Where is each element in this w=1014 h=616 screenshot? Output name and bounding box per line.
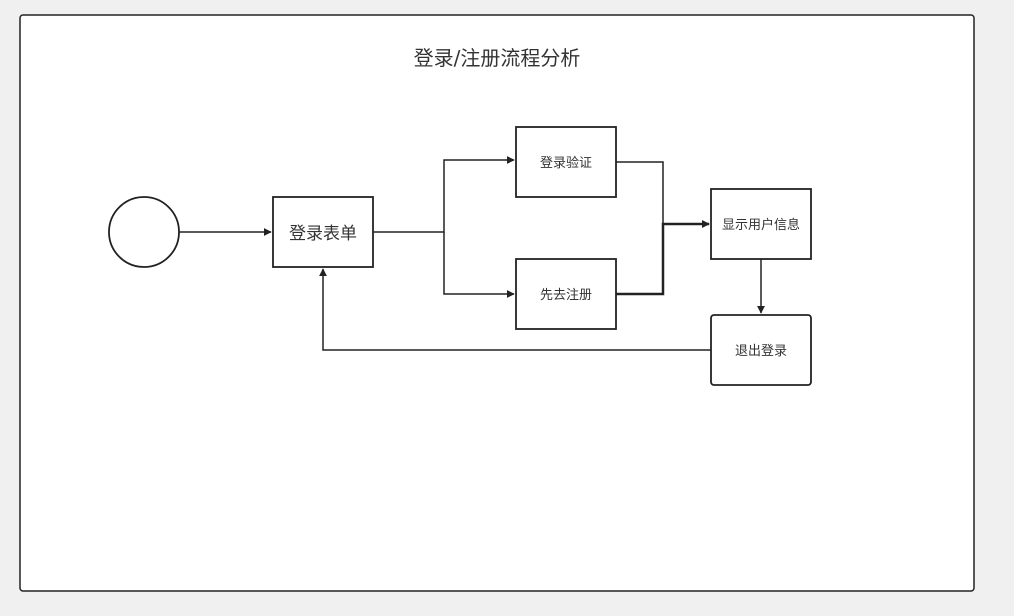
edge-register-first-to-show-user-info (616, 220, 710, 296)
logout-box (710, 314, 812, 386)
login-verify-box (515, 126, 617, 198)
edge-logout-to-login-form (319, 268, 711, 351)
logout-label: 退出登录 (735, 344, 787, 359)
node-login-verify[interactable]: 登录验证 (515, 126, 617, 198)
start-node[interactable] (108, 196, 180, 268)
diagram-title: 登录/注册流程分析 (414, 46, 581, 70)
node-login-form[interactable]: 登录表单 (272, 196, 374, 268)
login-form-box (272, 196, 374, 268)
node-logout[interactable]: 退出登录 (710, 314, 812, 386)
node-register-first[interactable]: 先去注册 (515, 258, 617, 330)
edge-login-form-to-login-verify (373, 156, 515, 233)
show-user-info-label: 显示用户信息 (722, 217, 800, 233)
edge-login-form-to-register-first (443, 232, 515, 298)
login-form-label: 登录表单 (289, 224, 357, 244)
edges-group (179, 156, 765, 351)
start-circle (108, 196, 180, 268)
diagram-panel (19, 14, 975, 592)
show-user-info-box (710, 188, 812, 260)
login-verify-label: 登录验证 (540, 155, 592, 171)
register-first-box (515, 258, 617, 330)
register-first-label: 先去注册 (540, 288, 592, 303)
node-show-user-info[interactable]: 显示用户信息 (710, 188, 812, 260)
